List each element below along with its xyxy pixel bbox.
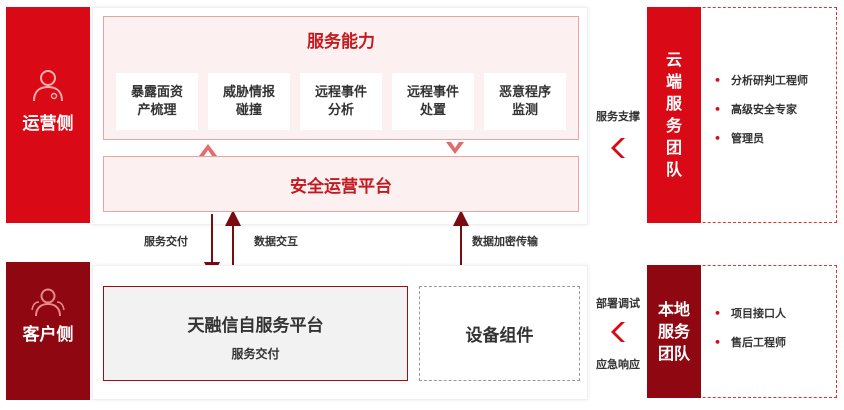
customer-group-icon <box>31 288 65 317</box>
list-item: 管理员 <box>714 130 808 146</box>
customer-side-label: 客户侧 <box>22 325 74 345</box>
chevron-down-icon <box>446 142 464 154</box>
service-delivery-label: 服务交付 <box>144 235 188 248</box>
list-item: 项目接口人 <box>714 305 786 321</box>
customer-side-panel: 客户侧 <box>6 262 90 400</box>
list-item: 售后工程师 <box>714 334 786 350</box>
self-service-platform-subtitle: 服务交付 <box>231 347 280 361</box>
cloud-service-team-title: 云 端 服 务 团 队 <box>647 7 701 223</box>
self-service-platform: 天融信自服务平台 服务交付 <box>103 286 408 381</box>
self-service-platform-title: 天融信自服务平台 <box>187 316 324 336</box>
local-service-team-title: 本地 服务 团队 <box>647 265 701 398</box>
security-ops-platform: 安全运营平台 <box>103 156 579 212</box>
emergency-response-label: 应急响应 <box>596 358 640 371</box>
service-capability-box: 服务能力 暴露面资产梳理 威胁情报碰撞 远程事件分析 远程事件处置 恶意程序监测 <box>103 16 579 140</box>
device-components-box: 设备组件 <box>419 286 580 381</box>
flow-arrows <box>204 212 469 276</box>
chevron-left-icon <box>611 322 625 342</box>
service-capability-title: 服务能力 <box>307 32 375 52</box>
list-item: 分析研判工程师 <box>714 72 808 88</box>
capability-item: 暴露面资产梳理 <box>116 73 198 130</box>
capability-item: 威胁情报碰撞 <box>208 73 290 130</box>
ops-side-panel: 运营侧 <box>6 7 90 223</box>
cloud-team-member-list: 分析研判工程师 高级安全专家 管理员 <box>714 72 808 159</box>
data-exchange-label: 数据交互 <box>254 235 298 248</box>
local-team-member-list: 项目接口人 售后工程师 <box>714 305 786 363</box>
chevron-left-icon <box>611 138 625 158</box>
capability-item: 远程事件处置 <box>392 73 474 130</box>
operator-user-icon <box>33 70 63 102</box>
service-support-label: 服务支撑 <box>596 110 640 123</box>
capability-item: 恶意程序监测 <box>484 73 566 130</box>
ops-side-label: 运营侧 <box>22 114 74 134</box>
deploy-debug-label: 部署调试 <box>596 297 640 310</box>
capability-item: 远程事件分析 <box>300 73 382 130</box>
encrypted-transfer-label: 数据加密传输 <box>472 235 538 248</box>
chevron-up-icon <box>199 144 217 156</box>
list-item: 高级安全专家 <box>714 101 808 117</box>
